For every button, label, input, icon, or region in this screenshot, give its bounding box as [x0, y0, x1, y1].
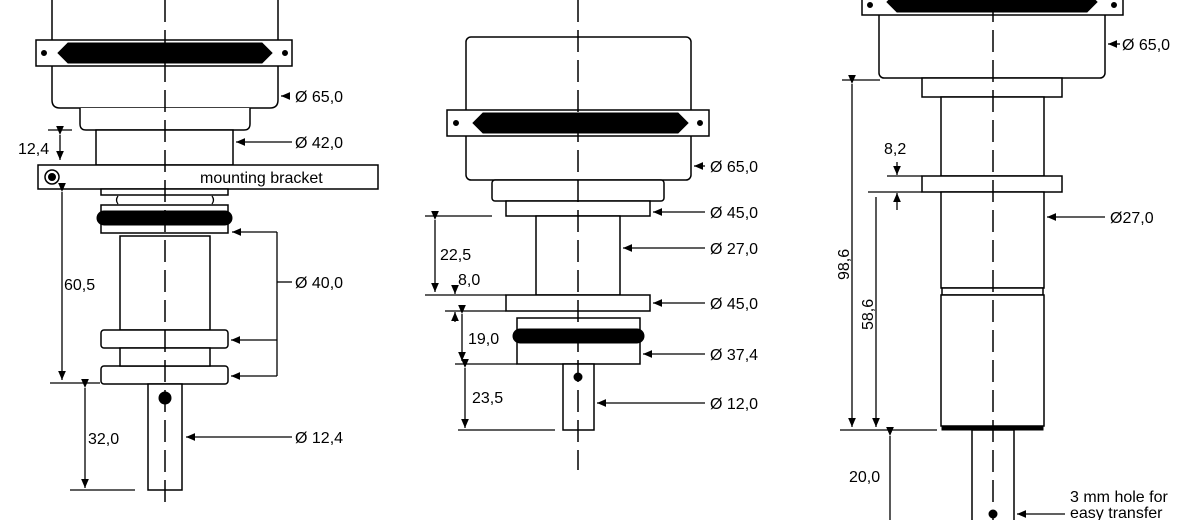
left-connector-slot [57, 42, 273, 64]
middle-dia-step2: Ø 45,0 [710, 296, 758, 313]
left-dia-rings: Ø 40,0 [295, 275, 343, 292]
middle-component: Ø 65,0 Ø 45,0 Ø 27,0 Ø 45,0 Ø 37,4 Ø 12,… [425, 0, 758, 470]
right-dia-neck: Ø27,0 [1110, 210, 1154, 227]
middle-dia-neck: Ø 27,0 [710, 241, 758, 258]
middle-dia-seal: Ø 37,4 [710, 347, 758, 364]
left-component: Ø 65,0 Ø 42,0 Ø 40,0 Ø 12,4 12,4 60,5 32… [18, 0, 379, 505]
right-h-ring: 8,2 [884, 141, 906, 158]
note-line-1: 3 mm hole for [1070, 489, 1168, 506]
left-dia-body: Ø 65,0 [295, 89, 343, 106]
left-h-body: 60,5 [64, 277, 95, 294]
right-component: Ø 65,0 Ø27,0 98,6 58,6 8,2 20,0 3 mm hol… [836, 0, 1170, 520]
mounting-bracket-label: mounting bracket [200, 170, 323, 187]
middle-h-seal: 19,0 [468, 331, 499, 348]
left-dia-neck: Ø 42,0 [295, 135, 343, 152]
middle-dia-step1: Ø 45,0 [710, 205, 758, 222]
right-h-shaft: 20,0 [849, 469, 880, 486]
right-dia-body: Ø 65,0 [1122, 37, 1170, 54]
middle-dia-body: Ø 65,0 [710, 159, 758, 176]
middle-h-step: 8,0 [458, 272, 480, 289]
left-h-shaft: 32,0 [88, 431, 119, 448]
right-h-total: 98,6 [836, 249, 853, 280]
right-shaft [971, 429, 1015, 520]
middle-h-shaft: 23,5 [472, 390, 503, 407]
middle-dia-shaft: Ø 12,0 [710, 396, 758, 413]
left-h-bracket: 12,4 [18, 141, 49, 158]
note-line-2: easy transfer [1070, 505, 1163, 520]
right-h-lower: 58,6 [860, 299, 877, 330]
middle-h-neck: 22,5 [440, 247, 471, 264]
left-dia-shaft: Ø 12,4 [295, 430, 343, 447]
